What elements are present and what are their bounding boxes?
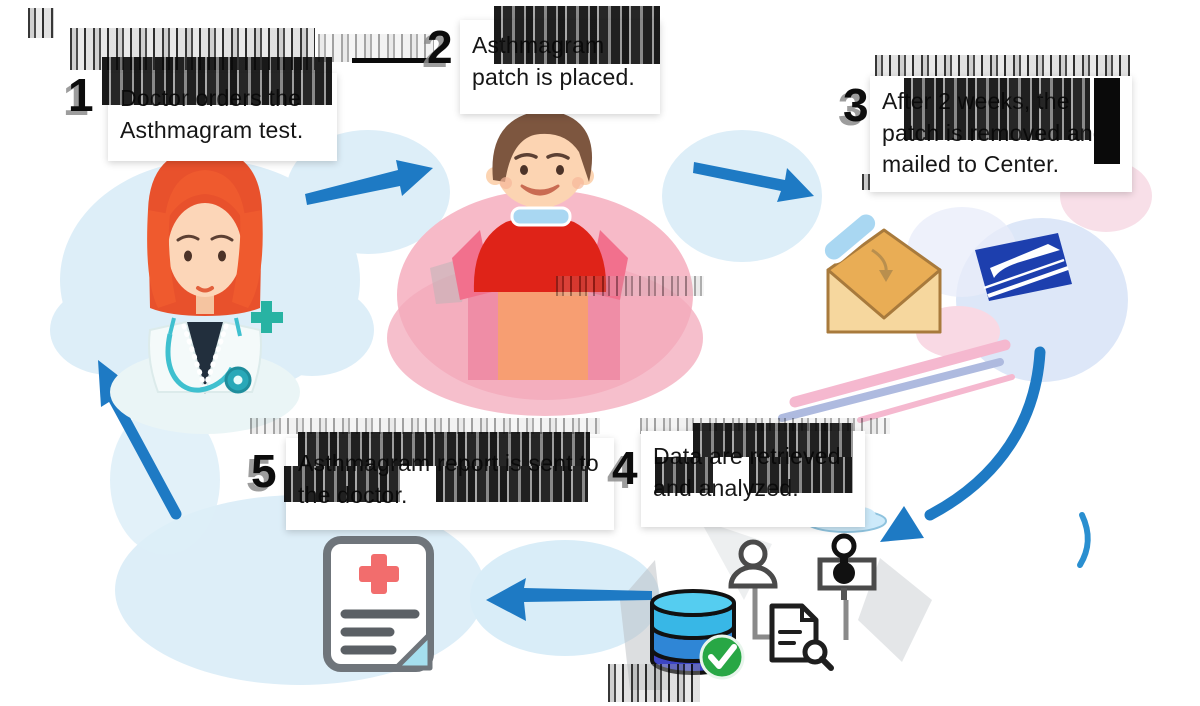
glitch-band (318, 34, 434, 62)
medical-cross-icon (251, 301, 283, 333)
step-5-box: Asthmagram report is sent to the doctor. (284, 432, 614, 530)
step-1-box: Doctor orders the Asthmagram test. (102, 57, 337, 161)
report-cross-icon (359, 554, 399, 594)
step-2-box: Asthmagram patch is placed. (460, 6, 660, 114)
stethoscope-icon (165, 317, 252, 394)
step-5-number: 5 (251, 445, 277, 497)
data-analysis-illustration (650, 507, 887, 680)
step-2-label: Asthmagram patch is placed. (472, 32, 636, 90)
asthmagram-patch-icon (510, 206, 572, 227)
arrow-step1-to-step2 (305, 160, 433, 205)
person-icon (728, 539, 778, 589)
step-1-number: 1 (68, 69, 94, 121)
step-3-label: After 2 weeks, the patch is removed and … (882, 88, 1106, 178)
step-1-label: Doctor orders the Asthmagram test. (120, 85, 304, 143)
step-2-number: 2 (427, 21, 453, 73)
glitch-band (352, 58, 434, 63)
step-4-box: Data are retrieved and analyzed. (641, 423, 865, 527)
medical-report-icon (323, 536, 434, 672)
arrow-step3-to-step4-head (880, 506, 924, 542)
glitch-band (556, 276, 704, 296)
step-3-box: After 2 weeks, the patch is removed and … (870, 76, 1132, 192)
step-3-number: 3 (843, 79, 869, 131)
arrow-step3-to-step4-curve (924, 346, 1046, 521)
patch-into-envelope-icon (820, 210, 893, 282)
glitch-band (250, 418, 600, 434)
checkmark-icon (699, 634, 745, 680)
database-icon (650, 589, 736, 675)
arrow-step2-to-step3 (693, 162, 814, 202)
patient-boy-illustration (452, 110, 628, 380)
stamp-analyzer-icon (817, 533, 877, 600)
document-search-icon (769, 603, 834, 671)
glitch-band (28, 8, 54, 38)
step-5-label: Asthmagram report is sent to the doctor. (298, 450, 599, 508)
glitch-band (608, 664, 700, 702)
arrow-step4-to-step5 (486, 578, 652, 621)
glitch-band (70, 28, 315, 70)
step-4-label: Data are retrieved and analyzed. (653, 443, 841, 501)
usps-logo (975, 233, 1072, 301)
step-4-number: 4 (612, 442, 638, 494)
small-blue-curve (1077, 512, 1091, 568)
connector-lines (752, 588, 849, 640)
doctor-illustration (110, 148, 300, 434)
glitch-overlay (1094, 78, 1120, 164)
mail-streaks (778, 339, 1015, 423)
glitch-band (875, 55, 1130, 79)
mailing-illustration (778, 210, 1072, 423)
envelope-icon (826, 228, 942, 334)
